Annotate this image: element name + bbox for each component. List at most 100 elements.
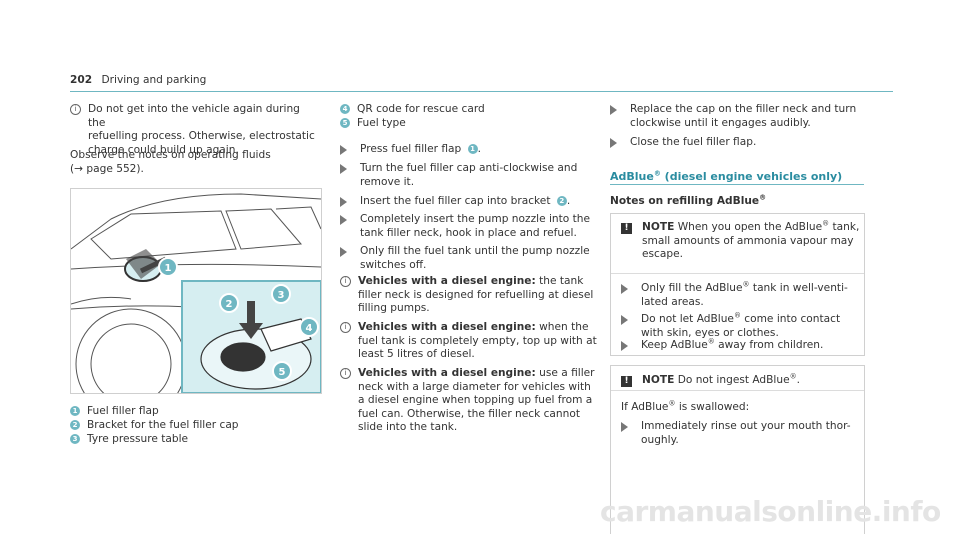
note-item: Only fill the AdBlue® tank in well-venti… [621, 280, 848, 309]
note-box-ingest: !NOTE Do not ingest AdBlue®. If AdBlue® … [610, 365, 865, 534]
note-body: !NOTE When you open the AdBlue® tank, sm… [621, 219, 861, 262]
step-text: switches off. [360, 258, 427, 271]
item-text: oughly. [641, 433, 679, 446]
note-label: NOTE [642, 374, 675, 386]
note-item: Do not let AdBlue® come into contact wit… [621, 312, 841, 340]
step-remove-cap: Turn the fuel filler cap anti-clockwise … [340, 162, 577, 189]
svg-text:5: 5 [279, 367, 286, 378]
heading-text: AdBlue [610, 170, 654, 183]
info-bold: Vehicles with a diesel engine: [358, 367, 536, 379]
info-text: a diesel engine when topping up fuel fro… [358, 394, 593, 407]
info-text: filling pumps. [358, 302, 430, 315]
item-text: tank in well-venti- [749, 282, 848, 294]
note-divider [611, 273, 864, 274]
note-text: tank, [829, 221, 860, 233]
step-text: tank filler neck, hook in place and refu… [360, 226, 577, 239]
arrow-right-icon [340, 247, 347, 257]
svg-text:2: 2 [226, 299, 233, 310]
arrow-right-icon [340, 215, 347, 225]
step-text: Replace the cap on the filler neck and t… [630, 103, 857, 115]
header-divider [70, 91, 893, 92]
item-text: Do not let AdBlue [641, 313, 734, 325]
step-text: remove it. [360, 175, 415, 188]
note-box-ammonia: !NOTE When you open the AdBlue® tank, sm… [610, 213, 865, 356]
arrow-right-icon [610, 105, 617, 115]
note-divider [611, 390, 864, 391]
info-note: i Do not get into the vehicle again duri… [70, 103, 320, 156]
page-number: 202 [70, 74, 93, 86]
step-text: Completely insert the pump nozzle into t… [360, 213, 591, 225]
step-close-flap: Close the fuel filler flap. [610, 136, 756, 150]
subheading: Notes on refilling AdBlue® [610, 193, 767, 209]
registered-mark: ® [789, 372, 797, 381]
heading-text: (diesel engine vehicles only) [660, 170, 843, 183]
swallowed-line: If AdBlue® is swallowed: [621, 399, 750, 415]
callout-3 [271, 284, 291, 304]
callout-badge: 4 [340, 104, 350, 114]
step-text: Insert the fuel filler cap into bracket [360, 195, 551, 207]
step-insert-nozzle: Completely insert the pump nozzle into t… [340, 213, 590, 240]
registered-mark: ® [742, 280, 750, 289]
page-reference-link[interactable]: (→ page 552). [70, 162, 144, 175]
note-text: is swallowed: [675, 401, 750, 413]
registered-mark: ® [653, 169, 661, 178]
step-press-flap: Press fuel filler flap 1. [340, 143, 481, 157]
registered-mark: ® [668, 399, 676, 408]
legend-label: QR code for rescue card [357, 103, 485, 115]
info-icon: i [340, 368, 351, 379]
step-text: clockwise until it engages audibly. [630, 116, 811, 129]
section-name: Driving and parking [101, 74, 207, 86]
callout-1 [158, 257, 178, 277]
info-bold: Vehicles with a diesel engine: [358, 275, 536, 287]
warning-icon: ! [621, 223, 632, 234]
item-text: lated areas. [641, 295, 704, 308]
info-text: use a filler [535, 367, 595, 379]
watermark: carmanualsonline.info [600, 495, 941, 528]
step-text: Turn the fuel filler cap anti-clockwise … [360, 162, 578, 174]
info-icon: i [70, 104, 81, 115]
note-text: small amounts of ammonia vapour may [642, 234, 854, 247]
info-text: fuel can. Otherwise, the filler neck can… [358, 407, 580, 420]
callout-5 [272, 361, 292, 381]
warning-icon: ! [621, 376, 632, 387]
registered-mark: ® [759, 193, 767, 202]
subheading-text: Notes on refilling AdBlue [610, 195, 760, 207]
note-text: Do not ingest AdBlue [674, 374, 790, 386]
note-line: charge could build up again. [88, 143, 239, 156]
arrow-right-icon [621, 422, 628, 432]
car-illustration: 1 2 3 4 5 [71, 193, 321, 393]
note-text: escape. [642, 248, 683, 261]
callout-badge: 2 [70, 420, 80, 430]
info-diesel-3: i Vehicles with a diesel engine: use a f… [340, 367, 600, 433]
callout-badge: 3 [70, 434, 80, 444]
note-item: Immediately rinse out your mouth thor- o… [621, 420, 851, 447]
step-text: Close the fuel filler flap. [630, 136, 757, 148]
section-heading: AdBlue® (diesel engine vehicles only) [610, 170, 842, 184]
info-text: slide into the tank. [358, 421, 458, 434]
info-text: least 5 litres of diesel. [358, 348, 475, 361]
legend-label: Fuel filler flap [87, 405, 159, 417]
info-text: neck with a large diameter for vehicles … [358, 380, 591, 393]
registered-mark: ® [822, 219, 830, 228]
step-text: Press fuel filler flap [360, 143, 462, 155]
page-header: 202 Driving and parking [70, 74, 206, 88]
item-text: Keep AdBlue [641, 339, 708, 351]
arrow-right-icon [340, 145, 347, 155]
step-replace-cap: Replace the cap on the filler neck and t… [610, 103, 856, 130]
item-text: with skin, eyes or clothes. [641, 326, 779, 339]
arrow-right-icon [621, 315, 628, 325]
legend-item-4: 4 QR code for rescue card [340, 103, 485, 117]
item-text: come into contact [740, 313, 841, 325]
info-text: fuel tank is completely empty, top up wi… [358, 334, 597, 347]
arrow-right-icon [621, 284, 628, 294]
note-body: !NOTE Do not ingest AdBlue®. [621, 372, 800, 388]
item-text: away from children. [714, 339, 824, 351]
info-icon: i [340, 276, 351, 287]
svg-text:3: 3 [278, 290, 285, 301]
section-divider [610, 184, 864, 185]
arrow-right-icon [340, 197, 347, 207]
